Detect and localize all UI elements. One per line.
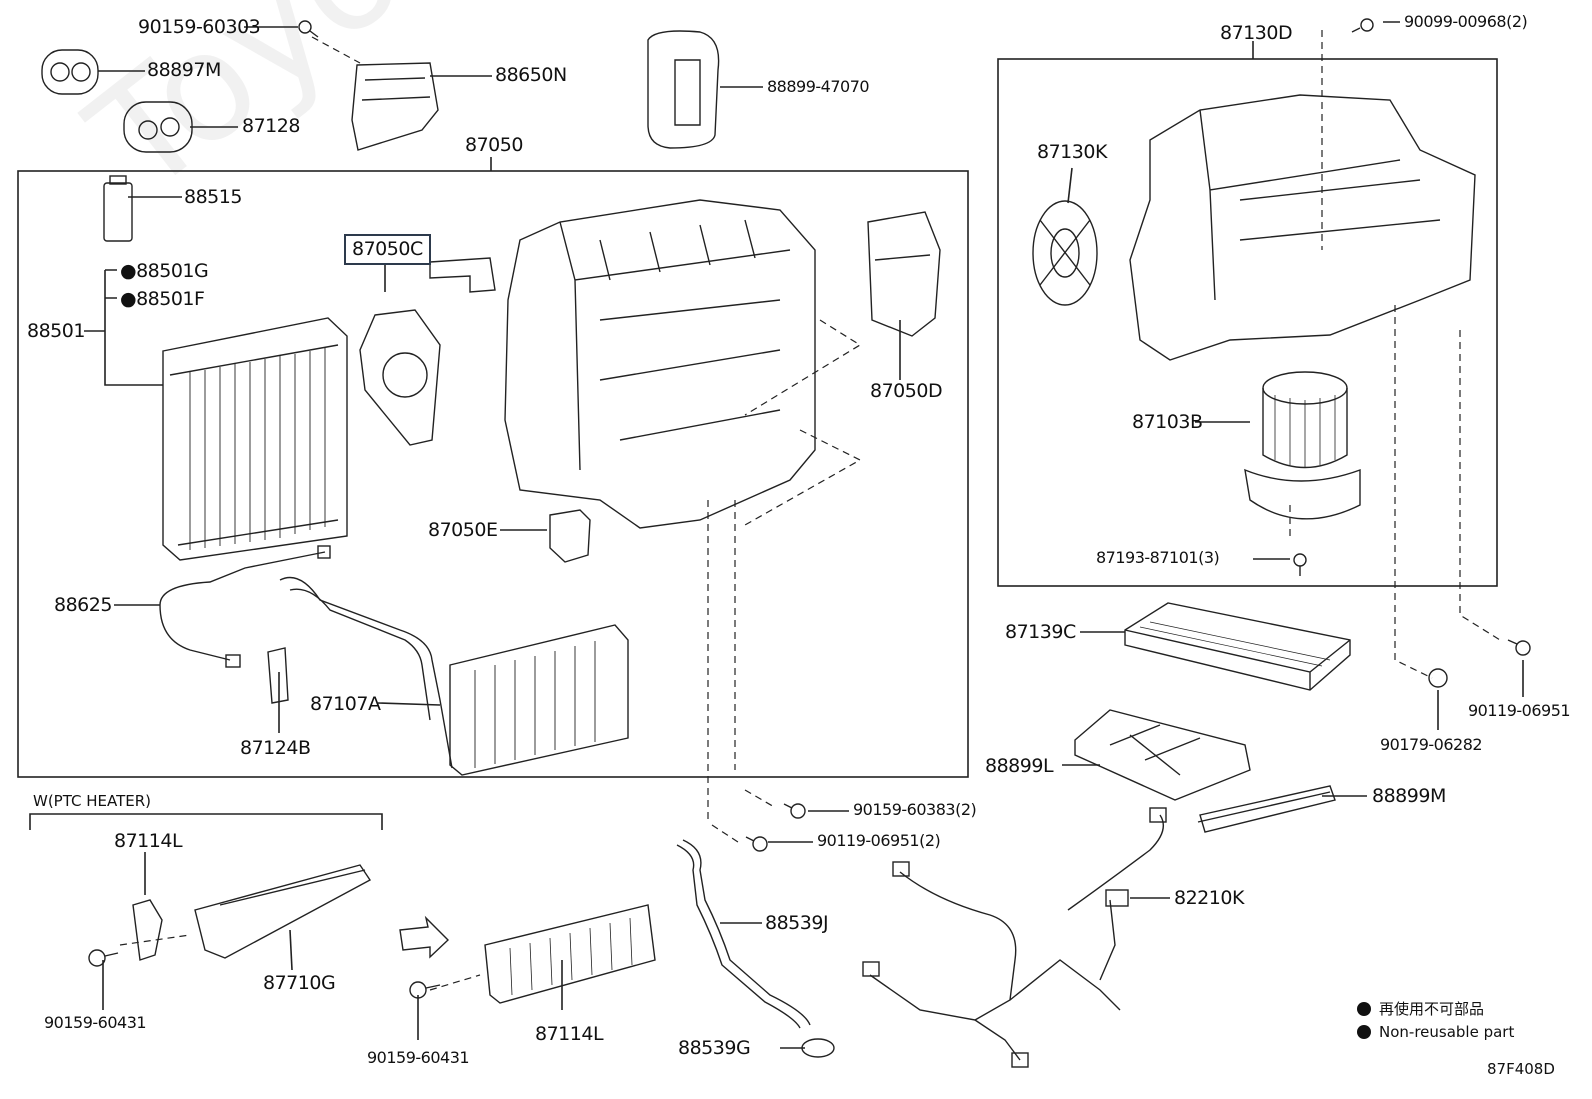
part-label: 87124B (240, 737, 311, 759)
part-label: 88625 (54, 594, 112, 616)
part-label: 82210K (1174, 887, 1244, 909)
part-label: 90099-00968(2) (1404, 12, 1528, 31)
screw-icon (88, 949, 119, 967)
clip-icon (1428, 668, 1448, 688)
part-label: 88899L (985, 755, 1054, 777)
screw-icon (298, 20, 319, 38)
heater-88899m-icon (1197, 785, 1336, 833)
arrow-icon (399, 915, 450, 959)
screw-icon (1293, 553, 1307, 576)
part-label: 87107A (310, 693, 381, 715)
heater-core-87107a-icon (279, 576, 629, 776)
wire-harness-82210k-icon (862, 807, 1167, 1068)
control-module-88650n-icon (351, 62, 439, 151)
part-label: 87050E (428, 519, 498, 541)
part-label: 88897M (147, 59, 221, 81)
evaporator-88501-icon (162, 317, 348, 561)
part-label: 87103B (1132, 411, 1203, 433)
part-label: 90159-60303 (138, 16, 261, 38)
servo-87050d-icon (867, 211, 941, 337)
part-label: 87128 (242, 115, 300, 137)
damper-87130k-icon (1032, 200, 1098, 306)
part-label: 87114L (535, 1023, 604, 1045)
screw-icon (1507, 639, 1531, 656)
grommet-88897m-icon (41, 49, 99, 95)
part-label: 90119-06951 (1468, 701, 1571, 720)
legend-en: Non-reusable part (1357, 1023, 1514, 1041)
sensor-87050e-icon (549, 509, 591, 563)
screw-icon (745, 836, 768, 852)
bracket-87114l-icon (132, 899, 163, 961)
screw-icon (409, 981, 441, 999)
part-label: 87130K (1037, 141, 1107, 163)
part-label: 88501 (27, 320, 85, 342)
part-label: 90179-06282 (1380, 735, 1483, 754)
part-label: ●88501F (120, 288, 205, 310)
blower-motor-87103b-icon (1244, 371, 1361, 520)
group-label: W(PTC HEATER) (33, 792, 152, 810)
legend-jp-text: 再使用不可部品 (1379, 1000, 1485, 1018)
grommet-87128-icon (123, 101, 193, 153)
part-label-highlighted[interactable]: 87050C (344, 234, 431, 265)
frame-87130D (997, 58, 1498, 587)
part-label: 90159-60383(2) (853, 800, 977, 819)
filter-frame-88899l-icon (1074, 709, 1251, 801)
part-label: ●88501G (120, 260, 209, 282)
part-label: 88650N (495, 64, 567, 86)
part-label: 87050 (465, 134, 523, 156)
part-label: 88539G (678, 1037, 751, 1059)
part-label: 88539J (765, 912, 829, 934)
diagram-code: 87F408D (1487, 1060, 1555, 1078)
frame-87050 (17, 170, 969, 778)
part-label: 87193-87101(3) (1096, 548, 1220, 567)
part-label: 87710G (263, 972, 336, 994)
part-label: 87050D (870, 380, 943, 402)
screw-icon (1351, 18, 1374, 33)
bullet-icon (1357, 1025, 1371, 1039)
part-label: 87130D (1220, 22, 1293, 44)
legend-jp: 再使用不可部品 (1357, 998, 1484, 1019)
part-label: 88515 (184, 186, 242, 208)
expansion-valve-icon (103, 175, 133, 242)
filter-87139c-icon (1124, 602, 1351, 691)
drain-hose-88539j-icon (676, 839, 811, 1029)
part-label: 88899M (1372, 785, 1446, 807)
part-label: 90159-60431 (367, 1048, 470, 1067)
clip-87124b-icon (267, 647, 289, 704)
hvac-unit-87050-icon (429, 199, 816, 529)
part-label: 90159-60431 (44, 1013, 147, 1032)
screw-icon (783, 803, 806, 819)
part-label: 90119-06951(2) (817, 831, 941, 850)
blower-unit-87130d-icon (1129, 94, 1476, 361)
bullet-icon (1357, 1002, 1371, 1016)
part-label: 87114L (114, 830, 183, 852)
seal-pad-88899-47070-icon (647, 30, 720, 149)
legend-en-text: Non-reusable part (1379, 1023, 1515, 1041)
part-label: 87139C (1005, 621, 1076, 643)
ptc-heater-87710g-icon (194, 864, 372, 959)
plug-88539g-icon (801, 1038, 835, 1058)
servo-87050c-icon (359, 309, 441, 446)
part-label: 88899-47070 (767, 77, 870, 96)
bracket-ptc-heater (29, 813, 383, 830)
ptc-heater-87114l-icon (484, 904, 656, 1004)
sensor-wire-88625-icon (159, 545, 331, 668)
